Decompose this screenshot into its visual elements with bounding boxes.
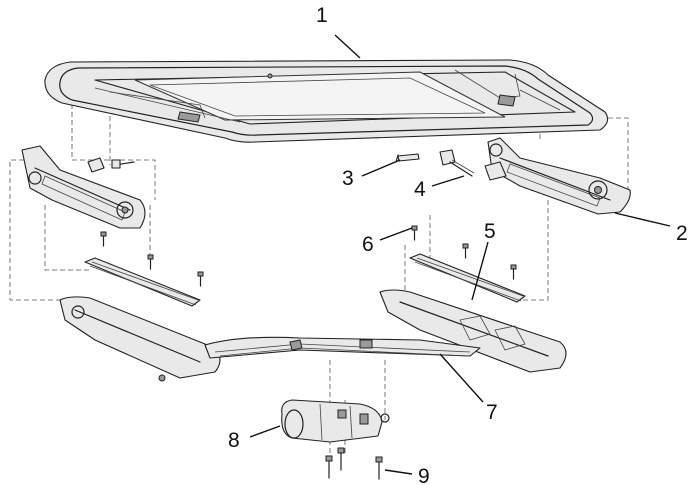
callout-labels: 1 2 3 4 5 6 7 8 9 <box>228 4 688 485</box>
callout-6: 6 <box>362 233 374 256</box>
part-5-guide-rail-left <box>84 257 201 307</box>
screw-6 <box>411 225 418 241</box>
part-8-motor <box>281 399 390 443</box>
part-7-base-frame <box>59 289 567 382</box>
part-5-guide-rail-right <box>409 253 526 303</box>
part-2-right-lift-mechanism <box>484 137 631 215</box>
screw-9-a <box>325 455 333 479</box>
part-4-clip-spring <box>439 149 475 177</box>
callout-4: 4 <box>414 178 426 201</box>
callout-1: 1 <box>316 4 328 27</box>
screw-right-a <box>462 243 469 259</box>
callout-2: 2 <box>676 222 688 245</box>
callout-5: 5 <box>484 220 496 243</box>
screw-left-b <box>147 254 154 270</box>
screw-right-b <box>510 264 517 280</box>
screw-left-c <box>197 271 204 287</box>
callout-7: 7 <box>486 401 498 424</box>
screw-9-b <box>337 447 345 471</box>
screw-left-a <box>100 231 107 247</box>
part-1-sunroof-frame <box>44 59 609 143</box>
callout-9: 9 <box>418 465 430 485</box>
screw-9-c <box>375 456 383 480</box>
callout-8: 8 <box>228 429 240 452</box>
part-2-left-lift-mechanism <box>21 145 146 229</box>
part-3-pin <box>395 153 420 163</box>
leader-lines <box>249 34 671 475</box>
callout-3: 3 <box>342 167 354 190</box>
